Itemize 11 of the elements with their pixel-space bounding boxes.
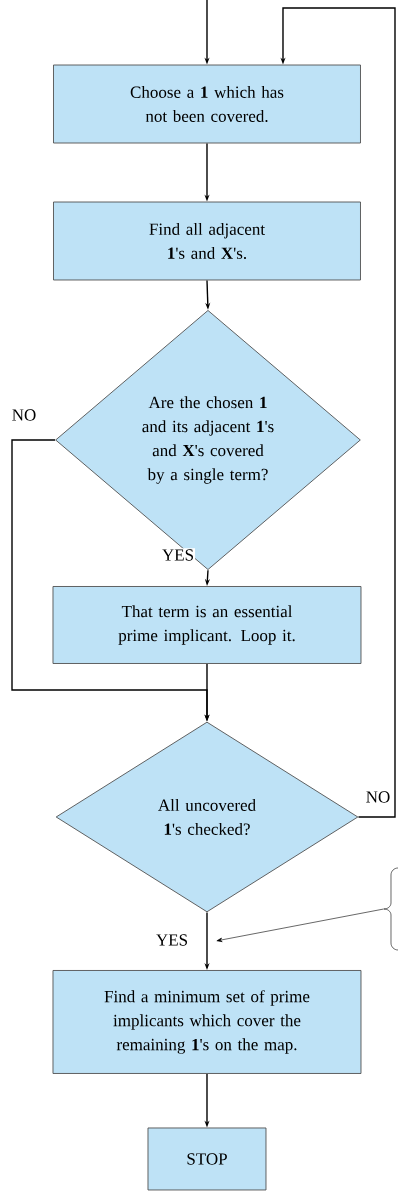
process-box: Find a minimum set of prime implicants which cover the remaining 1's on the map.	[52, 970, 362, 1074]
process-box: That term is an essential prime implicant. Loop it.	[52, 586, 362, 664]
edge-label: NO	[10, 408, 38, 422]
edge-label: NO	[364, 790, 392, 804]
edge-label: YES	[154, 933, 190, 947]
bracket-drawing	[383, 867, 399, 951]
process-box: Choose a 1 which has not been covered.	[53, 64, 361, 144]
process-box: Find all adjacent 1's and X's.	[53, 201, 361, 281]
process-box: STOP	[147, 1127, 267, 1191]
leader-line	[216, 908, 385, 942]
edge-label: YES	[160, 548, 196, 562]
